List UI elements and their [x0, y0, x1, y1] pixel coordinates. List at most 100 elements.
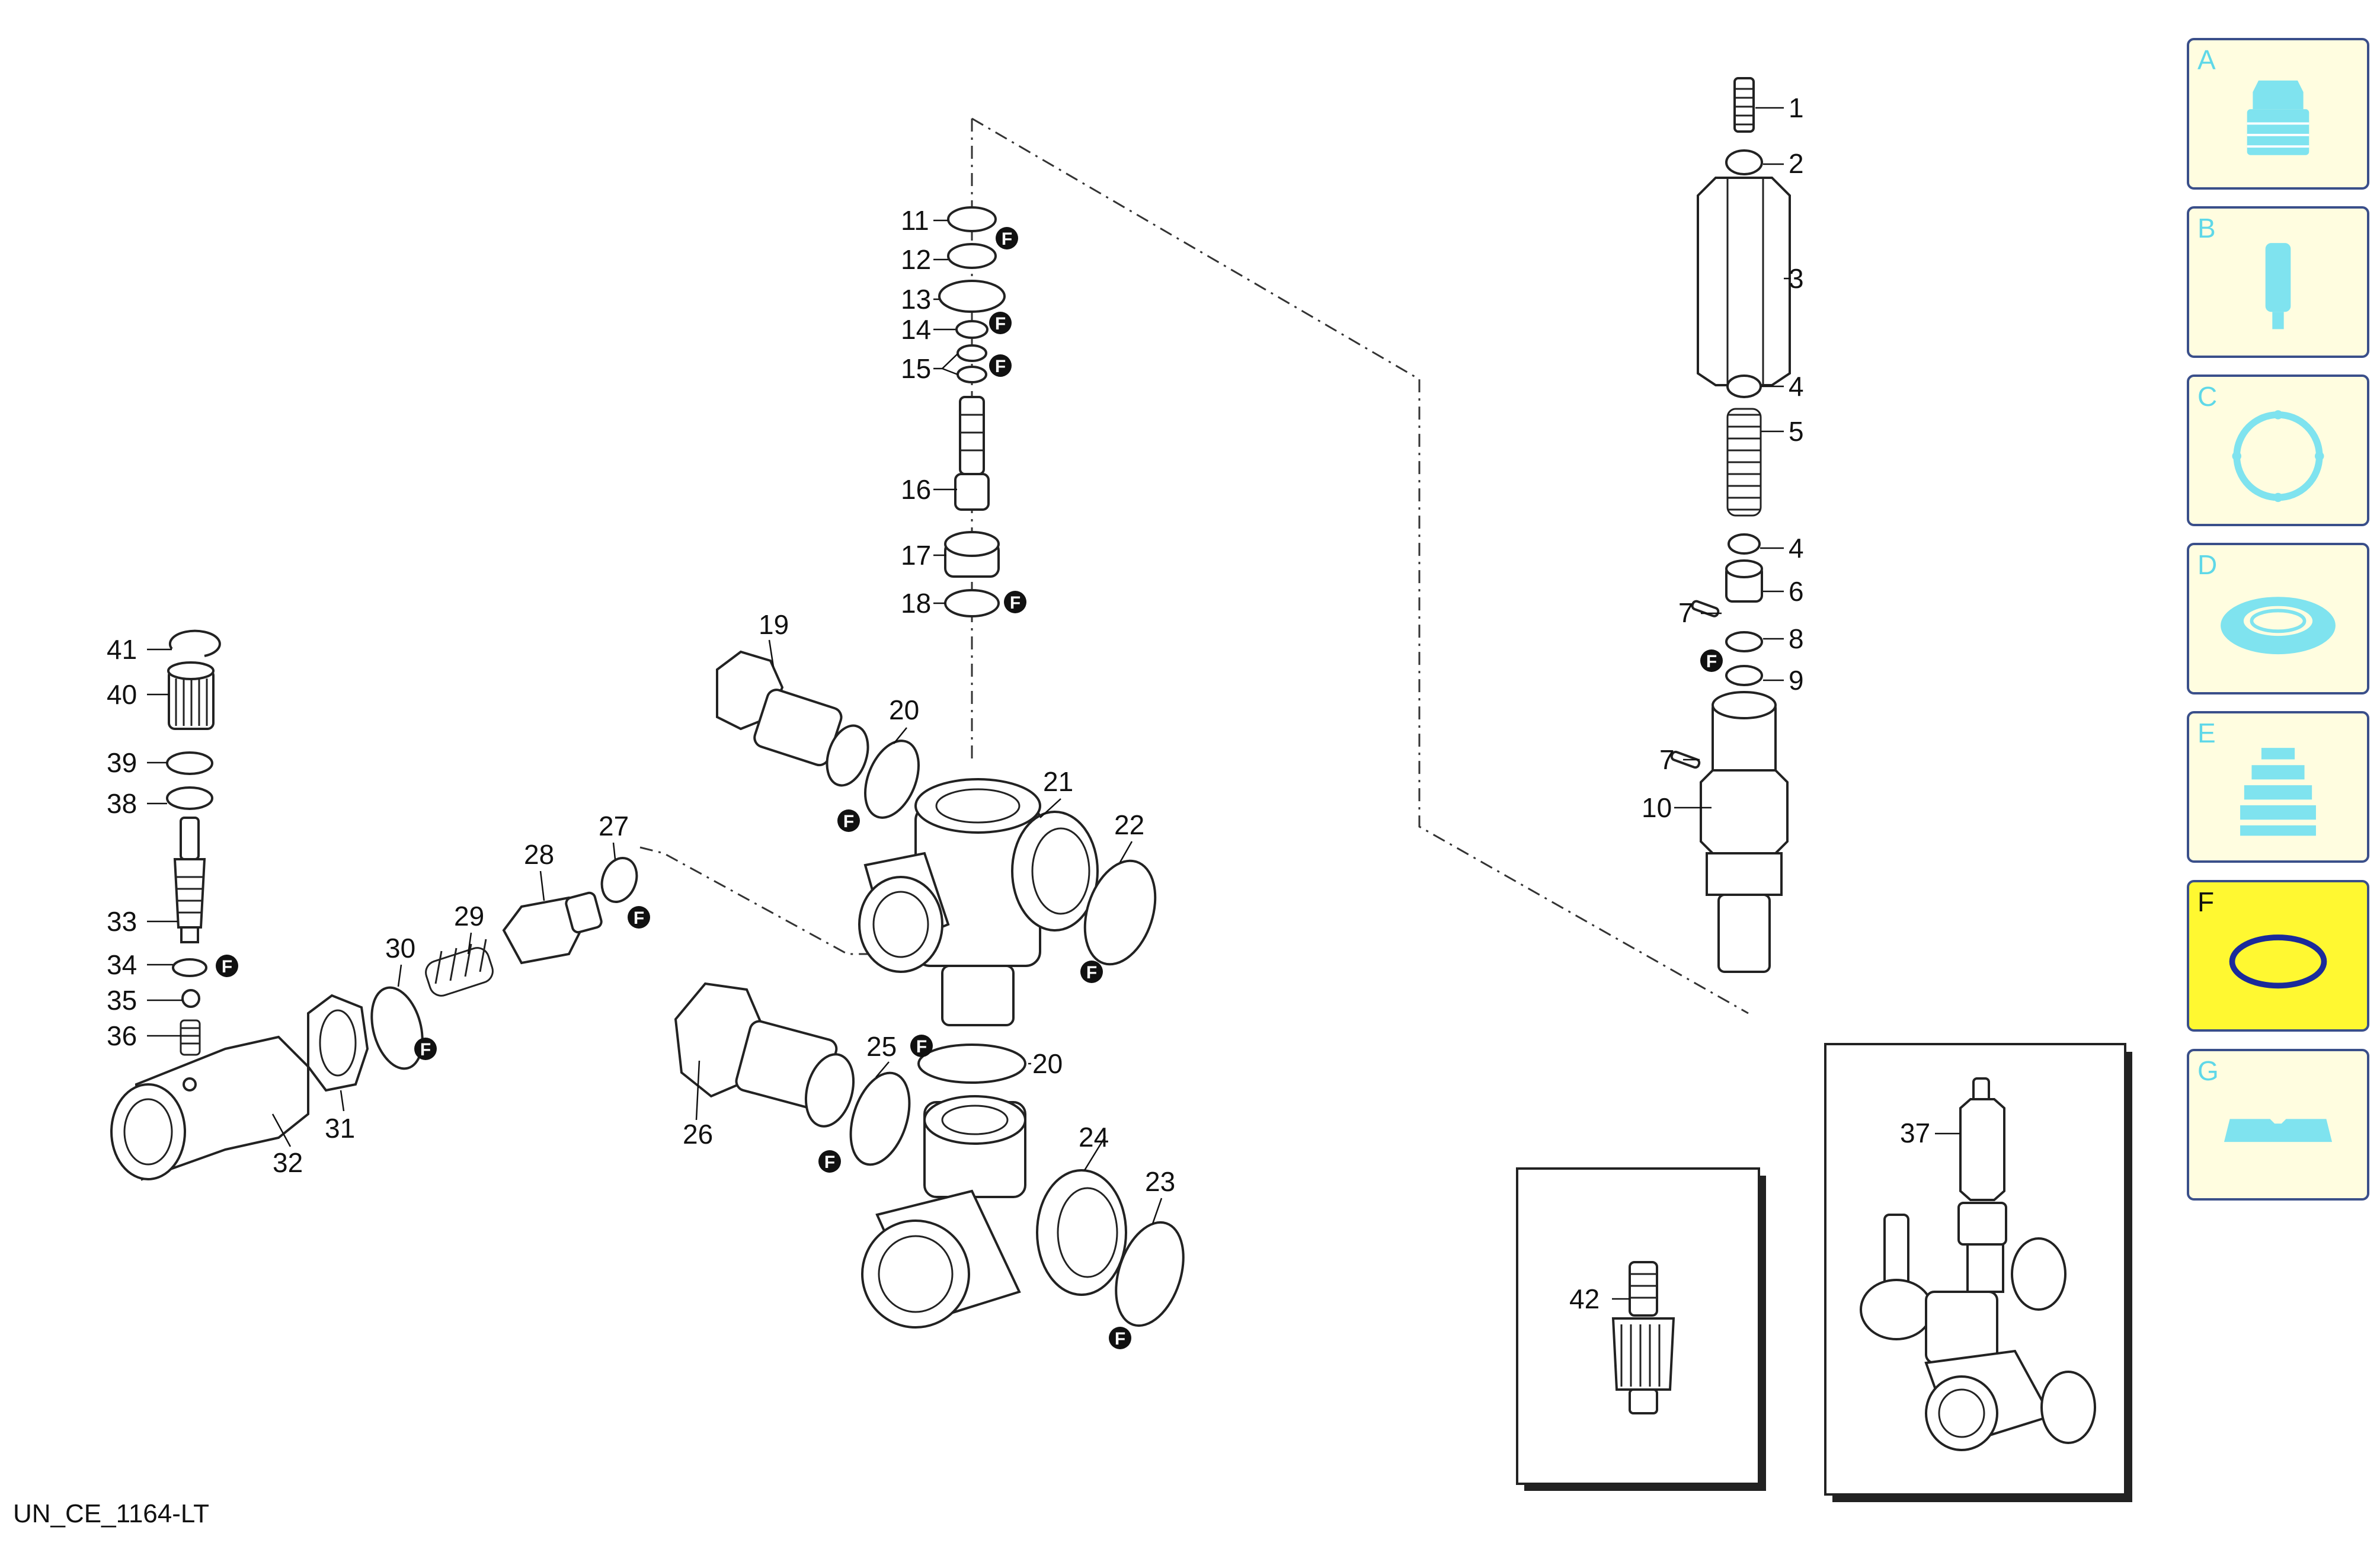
callout-4[interactable]: 4	[1789, 371, 1804, 402]
part-11-o-ring[interactable]	[947, 206, 997, 232]
part-7-pin-upper[interactable]	[1691, 600, 1720, 617]
part-9-o-ring[interactable]	[1725, 665, 1763, 686]
category-button-f[interactable]: F	[2187, 880, 2369, 1032]
part-4-washer-upper[interactable]	[1726, 375, 1762, 398]
part-10-valve-seat[interactable]	[1700, 691, 1789, 973]
callout-33[interactable]: 33	[107, 906, 137, 937]
part-35-ball[interactable]	[181, 989, 200, 1008]
callout-40[interactable]: 40	[107, 679, 137, 710]
part-17-bushing[interactable]	[944, 531, 1000, 578]
callout-19[interactable]: 19	[759, 609, 789, 640]
callout-7[interactable]: 7	[1659, 744, 1675, 775]
part-19-banjo-bolt[interactable]	[716, 650, 875, 790]
callout-6[interactable]: 6	[1789, 576, 1804, 607]
callout-11[interactable]: 11	[901, 205, 929, 236]
callout-20[interactable]: 20	[1032, 1048, 1063, 1079]
part-22-o-ring[interactable]	[1073, 852, 1167, 973]
part-26-banjo-bolt[interactable]	[674, 982, 861, 1132]
callout-1[interactable]: 1	[1789, 92, 1804, 123]
part-13-o-ring[interactable]	[938, 280, 1006, 313]
callout-36[interactable]: 36	[107, 1020, 137, 1051]
callout-17[interactable]: 17	[901, 540, 931, 571]
part-8-o-ring[interactable]	[1725, 631, 1763, 652]
part-2-nut[interactable]	[1725, 149, 1763, 175]
callout-20[interactable]: 20	[889, 694, 919, 725]
category-button-c[interactable]: C	[2187, 375, 2369, 526]
part-15-o-rings[interactable]	[957, 344, 987, 383]
callout-14[interactable]: 14	[901, 314, 931, 345]
part-33-adjuster-stem[interactable]	[173, 817, 206, 943]
callout-23[interactable]: 23	[1145, 1166, 1175, 1197]
part-24-valve-body-lower[interactable]	[861, 1095, 1127, 1329]
callout-12[interactable]: 12	[901, 244, 931, 275]
part-36-spring[interactable]	[180, 1019, 201, 1056]
part-41-snap-ring[interactable]	[168, 629, 221, 657]
part-23-o-ring[interactable]	[1104, 1214, 1196, 1334]
part-30-o-ring[interactable]	[363, 982, 431, 1074]
callout-8[interactable]: 8	[1789, 623, 1804, 654]
part-16-piston-rod[interactable]	[954, 396, 990, 511]
part-40-knurled-knob[interactable]	[167, 661, 215, 730]
part-1-set-screw[interactable]	[1733, 77, 1755, 133]
callout-42[interactable]: 42	[1569, 1283, 1600, 1314]
part-28-valve-insert[interactable]	[502, 891, 603, 965]
callout-7[interactable]: 7	[1678, 597, 1694, 628]
category-button-d[interactable]: D	[2187, 543, 2369, 694]
callout-3[interactable]: 3	[1789, 263, 1804, 294]
part-20-o-ring-lower[interactable]	[917, 1044, 1026, 1084]
svg-text:F: F	[420, 1040, 431, 1060]
inset-part-42[interactable]	[1516, 1167, 1766, 1491]
part-14-o-ring[interactable]	[955, 320, 989, 339]
callout-28[interactable]: 28	[524, 839, 554, 870]
part-20-o-ring-upper[interactable]	[855, 733, 929, 825]
callout-15[interactable]: 15	[901, 353, 931, 384]
callout-10[interactable]: 10	[1642, 792, 1672, 823]
callout-41[interactable]: 41	[107, 634, 137, 665]
callout-35[interactable]: 35	[107, 985, 137, 1016]
part-27-o-ring[interactable]	[596, 853, 643, 907]
callout-39[interactable]: 39	[107, 747, 137, 778]
part-39-o-ring[interactable]	[166, 751, 213, 775]
callout-27[interactable]: 27	[599, 811, 629, 841]
callout-9[interactable]: 9	[1789, 665, 1804, 696]
part-29-spring[interactable]	[423, 939, 495, 999]
f-badge: F	[216, 955, 238, 977]
category-button-g[interactable]: G	[2187, 1049, 2369, 1201]
callout-31[interactable]: 31	[325, 1113, 355, 1144]
callout-34[interactable]: 34	[107, 949, 137, 980]
callout-29[interactable]: 29	[454, 901, 484, 932]
callout-18[interactable]: 18	[901, 588, 931, 619]
callout-5[interactable]: 5	[1789, 416, 1804, 447]
inset-part-37-assembly[interactable]	[1824, 1043, 2132, 1502]
part-18-o-ring[interactable]	[944, 589, 1000, 617]
part-34-o-ring[interactable]	[172, 958, 207, 977]
callout-2[interactable]: 2	[1789, 148, 1804, 179]
category-button-b[interactable]: B	[2187, 206, 2369, 358]
part-4-washer-lower[interactable]	[1728, 533, 1761, 555]
part-25-o-ring[interactable]	[840, 1065, 920, 1172]
category-button-e[interactable]: E	[2187, 711, 2369, 863]
callout-30[interactable]: 30	[385, 933, 415, 964]
part-38-o-ring[interactable]	[166, 786, 213, 810]
callout-4[interactable]: 4	[1789, 533, 1804, 564]
callout-16[interactable]: 16	[901, 474, 931, 505]
svg-text:F: F	[1706, 652, 1717, 671]
part-5-spring[interactable]	[1726, 408, 1762, 517]
callout-13[interactable]: 13	[901, 284, 931, 315]
callout-32[interactable]: 32	[273, 1147, 303, 1178]
assembly-line-upper	[971, 117, 1749, 1014]
callout-37[interactable]: 37	[1900, 1118, 1930, 1148]
part-21-valve-body-upper[interactable]	[858, 778, 1099, 1026]
part-31-hex-nut[interactable]	[307, 994, 369, 1092]
category-button-a[interactable]: A	[2187, 38, 2369, 190]
part-32-threaded-fitting[interactable]	[110, 1035, 309, 1181]
part-12-o-ring[interactable]	[947, 243, 997, 269]
callout-38[interactable]: 38	[107, 788, 137, 819]
part-3-valve-housing[interactable]	[1697, 177, 1791, 386]
part-6-piston[interactable]	[1725, 559, 1763, 603]
callout-25[interactable]: 25	[866, 1031, 897, 1062]
callout-21[interactable]: 21	[1043, 766, 1073, 797]
callout-24[interactable]: 24	[1079, 1122, 1109, 1153]
callout-22[interactable]: 22	[1114, 809, 1144, 840]
callout-26[interactable]: 26	[683, 1119, 713, 1150]
